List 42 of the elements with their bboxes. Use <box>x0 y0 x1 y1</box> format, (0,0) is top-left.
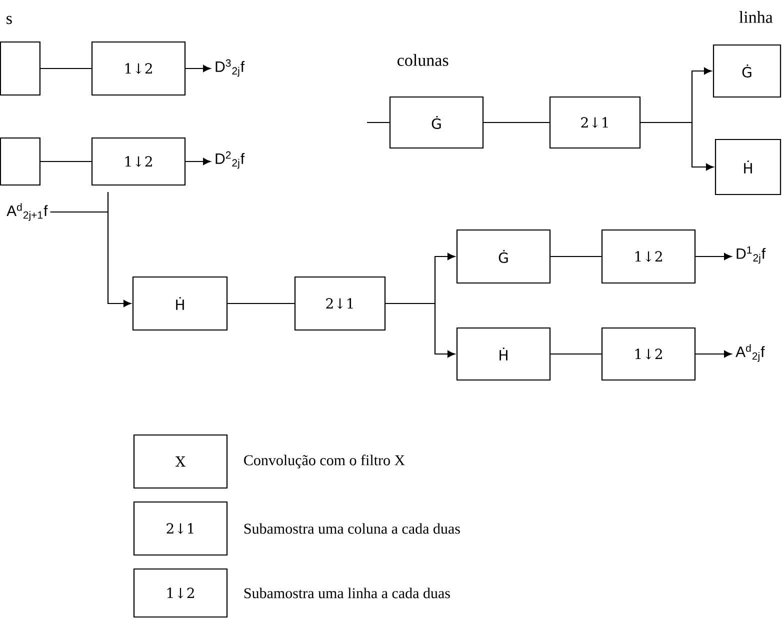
connector-line <box>40 68 92 70</box>
filter-box: Ḣ <box>714 138 782 196</box>
connector-arrow <box>640 122 714 170</box>
filter-box: Ḣ <box>132 276 228 331</box>
text-label: s <box>6 16 12 24</box>
connector-line <box>367 122 390 124</box>
signal-label: D$^{3}$$_{2j}$f <box>216 59 245 77</box>
signal-label: D$^{2}$$_{2j}$f <box>216 151 245 169</box>
text-label: linha <box>739 11 773 23</box>
connector-arrow <box>50 191 132 307</box>
signal-label: D$^{1}$$_{2j}$f <box>736 246 766 264</box>
connector-line <box>550 256 602 258</box>
connector-arrow <box>186 65 211 72</box>
legend-description: Subamostra uma coluna a cada duas <box>244 523 460 534</box>
block-box <box>0 41 40 96</box>
filter-box: Ġ <box>389 96 484 149</box>
block-box: 1↓2 <box>601 327 696 381</box>
block-box: 2↓1 <box>549 96 641 149</box>
connector-line <box>484 122 550 124</box>
connector-arrow <box>696 253 732 260</box>
filter-box: Ġ <box>456 229 551 284</box>
block-box: 1↓2 <box>91 137 186 186</box>
legend-box: 2↓1 <box>133 501 228 556</box>
signal-label: A$^{d}$$_{2j}$f <box>736 344 765 362</box>
block-box: 1↓2 <box>91 41 186 96</box>
legend-box: X <box>133 434 228 489</box>
legend-description: Subamostra uma linha a cada duas <box>244 588 450 598</box>
text-label: colunas <box>398 54 448 66</box>
signal-label: A$^{d}$$_{2j+1}$f <box>6 203 48 221</box>
connector-line <box>228 302 294 304</box>
connector-line <box>40 160 92 162</box>
connector-arrow <box>696 350 732 358</box>
block-box: 2↓1 <box>294 276 386 331</box>
legend-box: 1↓2 <box>133 568 228 618</box>
connector-line <box>550 353 602 355</box>
connector-arrow <box>186 158 211 165</box>
legend-description: Convolução com o filtro X <box>244 454 405 468</box>
filter-box: Ġ <box>712 44 782 98</box>
block-box <box>0 137 40 186</box>
filter-box: Ḣ <box>456 327 551 381</box>
connector-arrow <box>386 302 456 358</box>
block-box: 1↓2 <box>601 229 696 284</box>
